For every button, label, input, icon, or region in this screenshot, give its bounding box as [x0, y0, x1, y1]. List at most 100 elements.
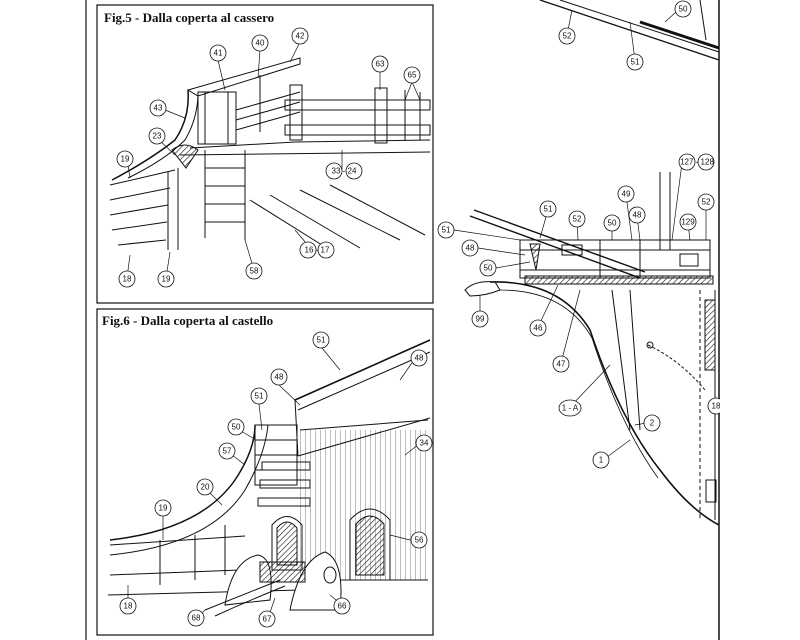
- svg-text:66: 66: [338, 602, 347, 611]
- callout-50b: 50: [603, 214, 621, 232]
- callout-2: 2: [643, 414, 661, 432]
- svg-text:20: 20: [201, 483, 210, 492]
- main-net: [529, 243, 541, 271]
- svg-text:50: 50: [484, 264, 493, 273]
- svg-text:63: 63: [376, 60, 385, 69]
- svg-text:58: 58: [250, 267, 259, 276]
- svg-text:18: 18: [123, 275, 132, 284]
- callout-58: 58: [245, 262, 263, 280]
- callout-51a: 51: [626, 53, 644, 71]
- callout-50a: 50: [674, 0, 692, 18]
- svg-text:34: 34: [420, 439, 429, 448]
- svg-text:52: 52: [563, 32, 572, 41]
- callout-19b: 19: [157, 270, 175, 288]
- callout-43: 43: [149, 99, 167, 117]
- callout-1-A: 1 - A: [558, 399, 582, 417]
- svg-text:19: 19: [121, 155, 130, 164]
- callout-129: 129: [679, 213, 697, 231]
- port-right-grate: [355, 515, 385, 576]
- callout-65: 65: [403, 66, 421, 84]
- callout-48a: 48: [628, 206, 646, 224]
- callout-52c: 52: [697, 193, 715, 211]
- fig5-leaders: [126, 41, 421, 279]
- callout-48b: 48: [461, 239, 479, 257]
- callout-19: 19: [116, 150, 134, 168]
- main-drawing: [464, 0, 720, 526]
- svg-text:65: 65: [408, 71, 417, 80]
- callout-51a: 51: [312, 331, 330, 349]
- svg-text:52: 52: [702, 198, 711, 207]
- svg-text:48: 48: [415, 354, 424, 363]
- callout-51b: 51: [250, 387, 268, 405]
- callout-57: 57: [218, 442, 236, 460]
- svg-text:2: 2: [650, 419, 655, 428]
- svg-text:23: 23: [153, 132, 162, 141]
- callout-33-24: 33 - 24: [325, 162, 363, 180]
- svg-text:127 - 128: 127 - 128: [680, 158, 714, 167]
- fig6-callouts: 51 48 48 51 50 34 57 20 19 56 18 68 67 6…: [119, 331, 433, 628]
- main-leaders: [453, 9, 707, 461]
- callout-20: 20: [196, 478, 214, 496]
- svg-text:56: 56: [415, 536, 424, 545]
- callout-18: 18: [119, 597, 137, 615]
- callout-52b: 52: [568, 210, 586, 228]
- callout-18: 18: [118, 270, 136, 288]
- svg-text:68: 68: [192, 614, 201, 623]
- callout-50: 50: [227, 418, 245, 436]
- fig6-bitts: [204, 551, 342, 617]
- svg-text:1: 1: [599, 456, 604, 465]
- callout-42: 42: [291, 27, 309, 45]
- fig5-callouts: 42 41 40 63 65 43 23 19 33 - 24 16 - 17 …: [116, 27, 421, 288]
- svg-text:67: 67: [263, 615, 272, 624]
- fig5-title: Fig.5 - Dalla coperta al cassero: [104, 10, 275, 25]
- edge-mask: [720, 0, 800, 640]
- main-callouts: 52 50 51 127 - 128 49 51 52 52 50 48 129…: [437, 0, 725, 469]
- svg-text:19: 19: [162, 275, 171, 284]
- callout-51c: 51: [437, 221, 455, 239]
- fig5-knee: [171, 144, 199, 169]
- svg-text:51: 51: [544, 205, 553, 214]
- svg-text:42: 42: [296, 32, 305, 41]
- callout-23: 23: [148, 127, 166, 145]
- svg-text:51: 51: [317, 336, 326, 345]
- port-left-grate: [276, 521, 298, 566]
- svg-text:52: 52: [573, 215, 582, 224]
- callout-41: 41: [209, 44, 227, 62]
- callout-16-17: 16 - 17: [299, 241, 335, 259]
- svg-text:43: 43: [154, 104, 163, 113]
- svg-text:49: 49: [622, 190, 631, 199]
- svg-text:51: 51: [442, 226, 451, 235]
- sheet-borders: [85, 0, 720, 640]
- svg-text:48: 48: [275, 373, 284, 382]
- fig5-drawing: [109, 57, 431, 251]
- svg-text:1 - A: 1 - A: [562, 404, 579, 413]
- svg-text:50: 50: [608, 219, 617, 228]
- svg-text:129: 129: [681, 218, 695, 227]
- svg-text:48: 48: [633, 211, 642, 220]
- callout-66: 66: [333, 597, 351, 615]
- callout-48a: 48: [410, 349, 428, 367]
- callout-49: 49: [617, 185, 635, 203]
- svg-text:47: 47: [557, 360, 566, 369]
- svg-text:18: 18: [124, 602, 133, 611]
- svg-text:16 - 17: 16 - 17: [305, 246, 330, 255]
- callout-47: 47: [552, 355, 570, 373]
- callout-127-128: 127 - 128: [678, 153, 714, 171]
- callout-68: 68: [187, 609, 205, 627]
- svg-text:50: 50: [679, 5, 688, 14]
- svg-text:46: 46: [534, 324, 543, 333]
- callout-1: 1: [592, 451, 610, 469]
- callout-63: 63: [371, 55, 389, 73]
- svg-text:50: 50: [232, 423, 241, 432]
- fig6-title: Fig.6 - Dalla coperta al castello: [102, 313, 274, 328]
- callout-56: 56: [410, 531, 428, 549]
- callout-40: 40: [251, 34, 269, 52]
- svg-text:51: 51: [255, 392, 264, 401]
- svg-text:33 - 24: 33 - 24: [332, 167, 357, 176]
- svg-text:51: 51: [631, 58, 640, 67]
- callout-34: 34: [415, 434, 433, 452]
- callout-99: 99: [471, 310, 489, 328]
- svg-text:19: 19: [159, 504, 168, 513]
- callout-50c: 50: [479, 259, 497, 277]
